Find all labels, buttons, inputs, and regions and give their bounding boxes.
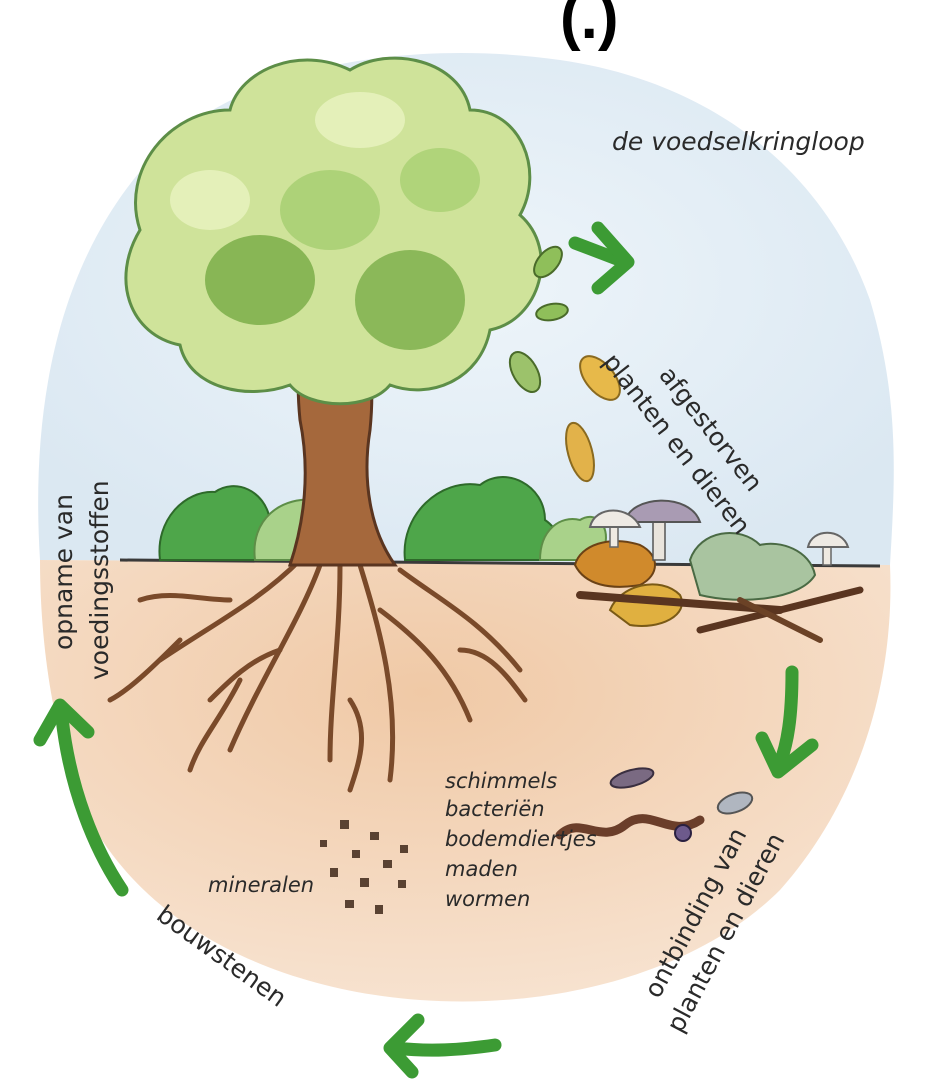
label-minerals: mineralen: [208, 873, 314, 897]
svg-text:opname van: opname van: [49, 494, 78, 650]
decomposer-item: maden: [445, 857, 518, 881]
decomposer-item: wormen: [445, 887, 530, 911]
decomposer-item: schimmels: [445, 769, 557, 793]
decomposer-item: bacteriën: [445, 797, 545, 821]
heading-fragment: (.): [560, 0, 619, 52]
decomposer-item: bodemdiertjes: [445, 827, 597, 851]
beetle: [675, 825, 691, 841]
svg-text:voedingsstoffen: voedingsstoffen: [85, 480, 114, 680]
diagram-title: de voedselkringloop: [612, 127, 865, 156]
